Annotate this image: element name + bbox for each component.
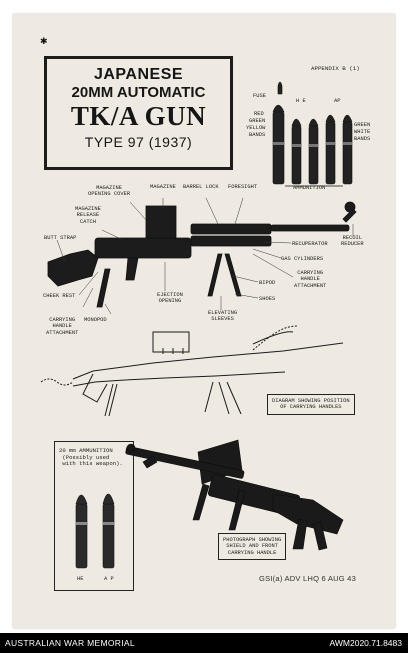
ammo-green-label: GREEN xyxy=(249,118,266,124)
label-barrel-lock: BARREL LOCK xyxy=(183,184,219,190)
ammo-ap-label: AP xyxy=(334,98,341,104)
ammo-green-right-label: GREEN xyxy=(354,122,371,128)
label-cheek-rest: CHEEK REST xyxy=(43,293,76,299)
ammo-box-shells-illustration xyxy=(75,493,115,569)
label-magazine: MAGAZINE xyxy=(150,184,176,190)
gun-side-view-illustration xyxy=(47,197,357,315)
ammo-box-text: 20 mm AMMUNITION (Possibly used with thi… xyxy=(59,447,123,468)
poster-sheet: ✱ JAPANESE 20MM AUTOMATIC TK/A GUN TYPE … xyxy=(13,14,395,628)
ammo-white-label: WHITE xyxy=(354,129,371,135)
ammo-red-label: RED xyxy=(254,111,264,117)
label-butt-strap: BUTT STRAP xyxy=(44,235,77,241)
ammunition-illustration xyxy=(272,81,353,187)
label-shoes: SHOES xyxy=(259,296,276,302)
label-monopod: MONOPOD xyxy=(84,317,107,323)
ammunition-heading: AMMUNITION xyxy=(293,185,326,191)
label-gas-cylinders: GAS CYLINDERS xyxy=(281,256,324,262)
headquarters-stamp: GSI(a) ADV LHQ 6 AUG 43 xyxy=(259,574,357,583)
ammunition-box: 20 mm AMMUNITION (Possibly used with thi… xyxy=(54,441,134,591)
carrying-handles-diagram xyxy=(40,325,344,417)
ammo-bands-left-label: BANDS xyxy=(249,132,266,138)
title-line-4: TYPE 97 (1937) xyxy=(84,134,193,150)
gun-shield-photograph xyxy=(125,439,344,551)
ammo-he-label: H E xyxy=(296,98,306,104)
corner-mark-icon: ✱ xyxy=(40,36,48,46)
appendix-label: APPENDIX B (1) xyxy=(311,65,360,72)
title-line-2: 20MM AUTOMATIC xyxy=(71,84,206,101)
ammo-yellow-label: YELLOW xyxy=(246,125,266,131)
footer-institution: AUSTRALIAN WAR MEMORIAL xyxy=(5,638,135,648)
ammo-bands-right-label: BANDS xyxy=(354,136,371,142)
ammo-box-ap-label: A P xyxy=(104,576,114,582)
title-line-1: JAPANESE xyxy=(93,66,184,83)
title-line-3: TK/A GUN xyxy=(70,101,207,131)
title-box: JAPANESE 20MM AUTOMATIC TK/A GUN TYPE 97… xyxy=(44,56,233,170)
label-bipod: BIPOD xyxy=(259,280,276,286)
ammo-fuse-label: FUSE xyxy=(253,93,266,99)
label-foresight: FORESIGHT xyxy=(228,184,258,190)
footer-accession-number: AWM2020.71.8483 xyxy=(329,638,402,648)
ammo-box-he-label: HE xyxy=(77,576,84,582)
footer-bar: AUSTRALIAN WAR MEMORIAL AWM2020.71.8483 xyxy=(0,633,408,653)
label-recuperator: RECUPERATOR xyxy=(292,241,328,247)
